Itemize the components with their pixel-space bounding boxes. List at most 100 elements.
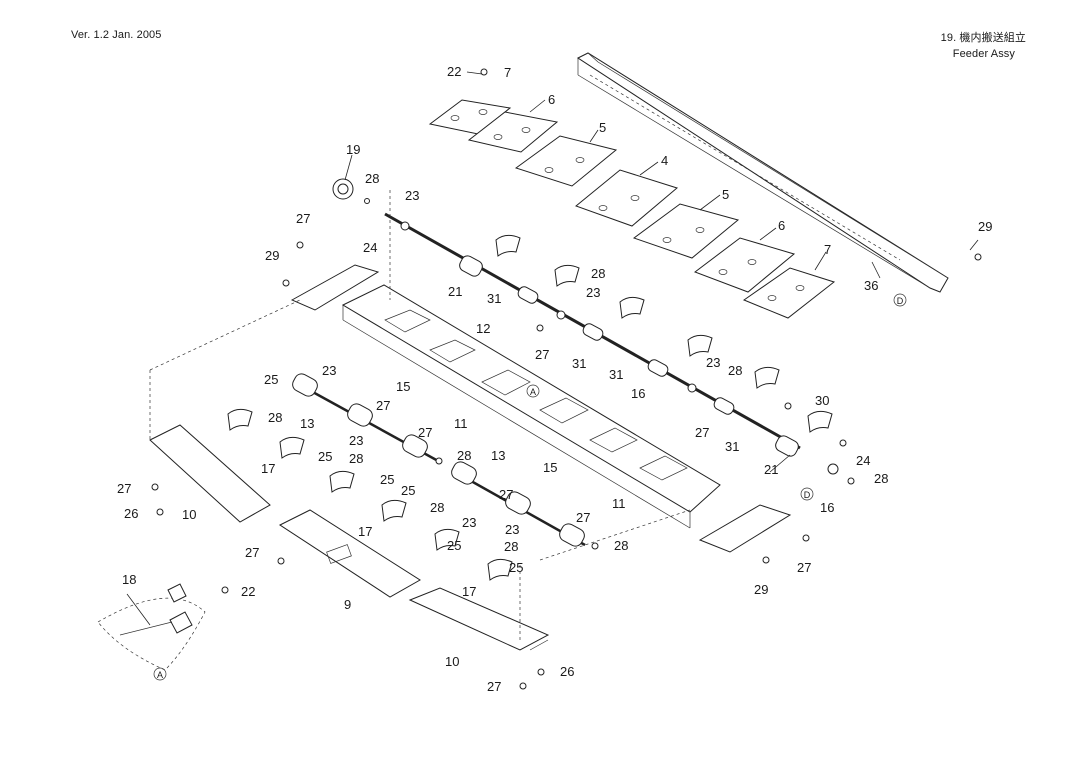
rail-part-36 xyxy=(576,52,949,293)
callout-27a: 27 xyxy=(296,211,310,226)
bottom-plates xyxy=(149,424,550,651)
callout-31d: 31 xyxy=(725,439,739,454)
right-bracket xyxy=(698,504,792,553)
callout-27c: 27 xyxy=(376,398,390,413)
callout-31b: 31 xyxy=(572,356,586,371)
svg-text:A: A xyxy=(157,670,163,680)
callout-28g: 28 xyxy=(874,471,888,486)
guide-plates xyxy=(428,99,836,319)
callout-22b: 22 xyxy=(241,584,255,599)
callout-17b: 17 xyxy=(358,524,372,539)
callout-15a: 15 xyxy=(396,379,410,394)
callout-29a: 29 xyxy=(978,219,992,234)
callout-28c: 28 xyxy=(728,363,742,378)
leader-lines xyxy=(126,71,979,626)
callout-36: 36 xyxy=(864,278,878,293)
callout-5a: 5 xyxy=(599,120,606,135)
callout-27g: 27 xyxy=(499,487,513,502)
callout-23f: 23 xyxy=(462,515,476,530)
callout-7b: 7 xyxy=(824,242,831,257)
left-bracket xyxy=(290,264,380,311)
callout-28f: 28 xyxy=(457,448,471,463)
callout-12: 12 xyxy=(476,321,490,336)
svg-text:D: D xyxy=(804,490,811,500)
callout-15b: 15 xyxy=(543,460,557,475)
callout-25a: 25 xyxy=(264,372,278,387)
callout-10b: 10 xyxy=(445,654,459,669)
ref-mark-a1: A xyxy=(526,384,540,398)
callout-17a: 17 xyxy=(261,461,275,476)
upper-shaft-assembly xyxy=(332,178,801,457)
callout-11a: 11 xyxy=(454,416,468,431)
sensor-detail xyxy=(97,583,206,671)
callout-23g: 23 xyxy=(505,522,519,537)
ref-mark-d1: D xyxy=(893,293,907,307)
callout-28b: 28 xyxy=(591,266,605,281)
svg-text:A: A xyxy=(530,387,536,397)
callout-31a: 31 xyxy=(487,291,501,306)
callout-16b: 16 xyxy=(820,500,834,515)
callout-23a: 23 xyxy=(405,188,419,203)
callout-22a: 22 xyxy=(447,64,461,79)
callout-23b: 23 xyxy=(586,285,600,300)
callout-19: 19 xyxy=(346,142,360,157)
ref-mark-a2: A xyxy=(153,667,167,681)
callout-23c: 23 xyxy=(706,355,720,370)
callout-27j: 27 xyxy=(797,560,811,575)
callout-24a: 24 xyxy=(363,240,377,255)
callout-18: 18 xyxy=(122,572,136,587)
callout-11b: 11 xyxy=(612,496,626,511)
lower-shaft-left xyxy=(292,373,441,464)
callout-28j: 28 xyxy=(614,538,628,553)
callout-27e: 27 xyxy=(695,425,709,440)
callout-10a: 10 xyxy=(182,507,196,522)
lower-shaft-right xyxy=(451,461,586,547)
version-label: Ver. 1.2 Jan. 2005 xyxy=(71,29,162,41)
pad-clips xyxy=(227,234,833,581)
callout-25d: 25 xyxy=(401,483,415,498)
callout-28e: 28 xyxy=(349,451,363,466)
callout-26b: 26 xyxy=(560,664,574,679)
callout-9: 9 xyxy=(344,597,351,612)
fasteners xyxy=(151,68,982,690)
callout-28d: 28 xyxy=(268,410,282,425)
ref-mark-d2: D xyxy=(800,487,814,501)
frame-plate xyxy=(341,284,721,529)
callout-13b: 13 xyxy=(491,448,505,463)
callout-17c: 17 xyxy=(462,584,476,599)
callout-27f: 27 xyxy=(117,481,131,496)
callout-28i: 28 xyxy=(504,539,518,554)
callout-30: 30 xyxy=(815,393,829,408)
callout-27h: 27 xyxy=(576,510,590,525)
callout-21a: 21 xyxy=(448,284,462,299)
callout-23d: 23 xyxy=(322,363,336,378)
callout-28h: 28 xyxy=(430,500,444,515)
callout-29b: 29 xyxy=(265,248,279,263)
callout-16a: 16 xyxy=(631,386,645,401)
callout-25c: 25 xyxy=(380,472,394,487)
svg-text:D: D xyxy=(897,296,904,306)
callout-5b: 5 xyxy=(722,187,729,202)
callout-25e: 25 xyxy=(447,538,461,553)
callout-24b: 24 xyxy=(856,453,870,468)
section-subtitle: Feeder Assy xyxy=(952,48,1015,60)
callout-27k: 27 xyxy=(487,679,501,694)
alignment-lines xyxy=(149,190,691,640)
section-title: 19. 機内搬送組立 xyxy=(940,32,1026,44)
callout-25b: 25 xyxy=(318,449,332,464)
callout-4: 4 xyxy=(661,153,668,168)
callout-21b: 21 xyxy=(764,462,778,477)
callout-6b: 6 xyxy=(778,218,785,233)
callout-26a: 26 xyxy=(124,506,138,521)
callout-23e: 23 xyxy=(349,433,363,448)
callout-27d: 27 xyxy=(418,425,432,440)
callout-13a: 13 xyxy=(300,416,314,431)
callout-28a: 28 xyxy=(365,171,379,186)
callout-27i: 27 xyxy=(245,545,259,560)
callout-7a: 7 xyxy=(504,65,511,80)
callout-29c: 29 xyxy=(754,582,768,597)
callout-labels: 22 7 6 5 19 28 4 23 5 27 6 29 24 29 7 28… xyxy=(117,64,992,694)
callout-6a: 6 xyxy=(548,92,555,107)
callout-27b: 27 xyxy=(535,347,549,362)
